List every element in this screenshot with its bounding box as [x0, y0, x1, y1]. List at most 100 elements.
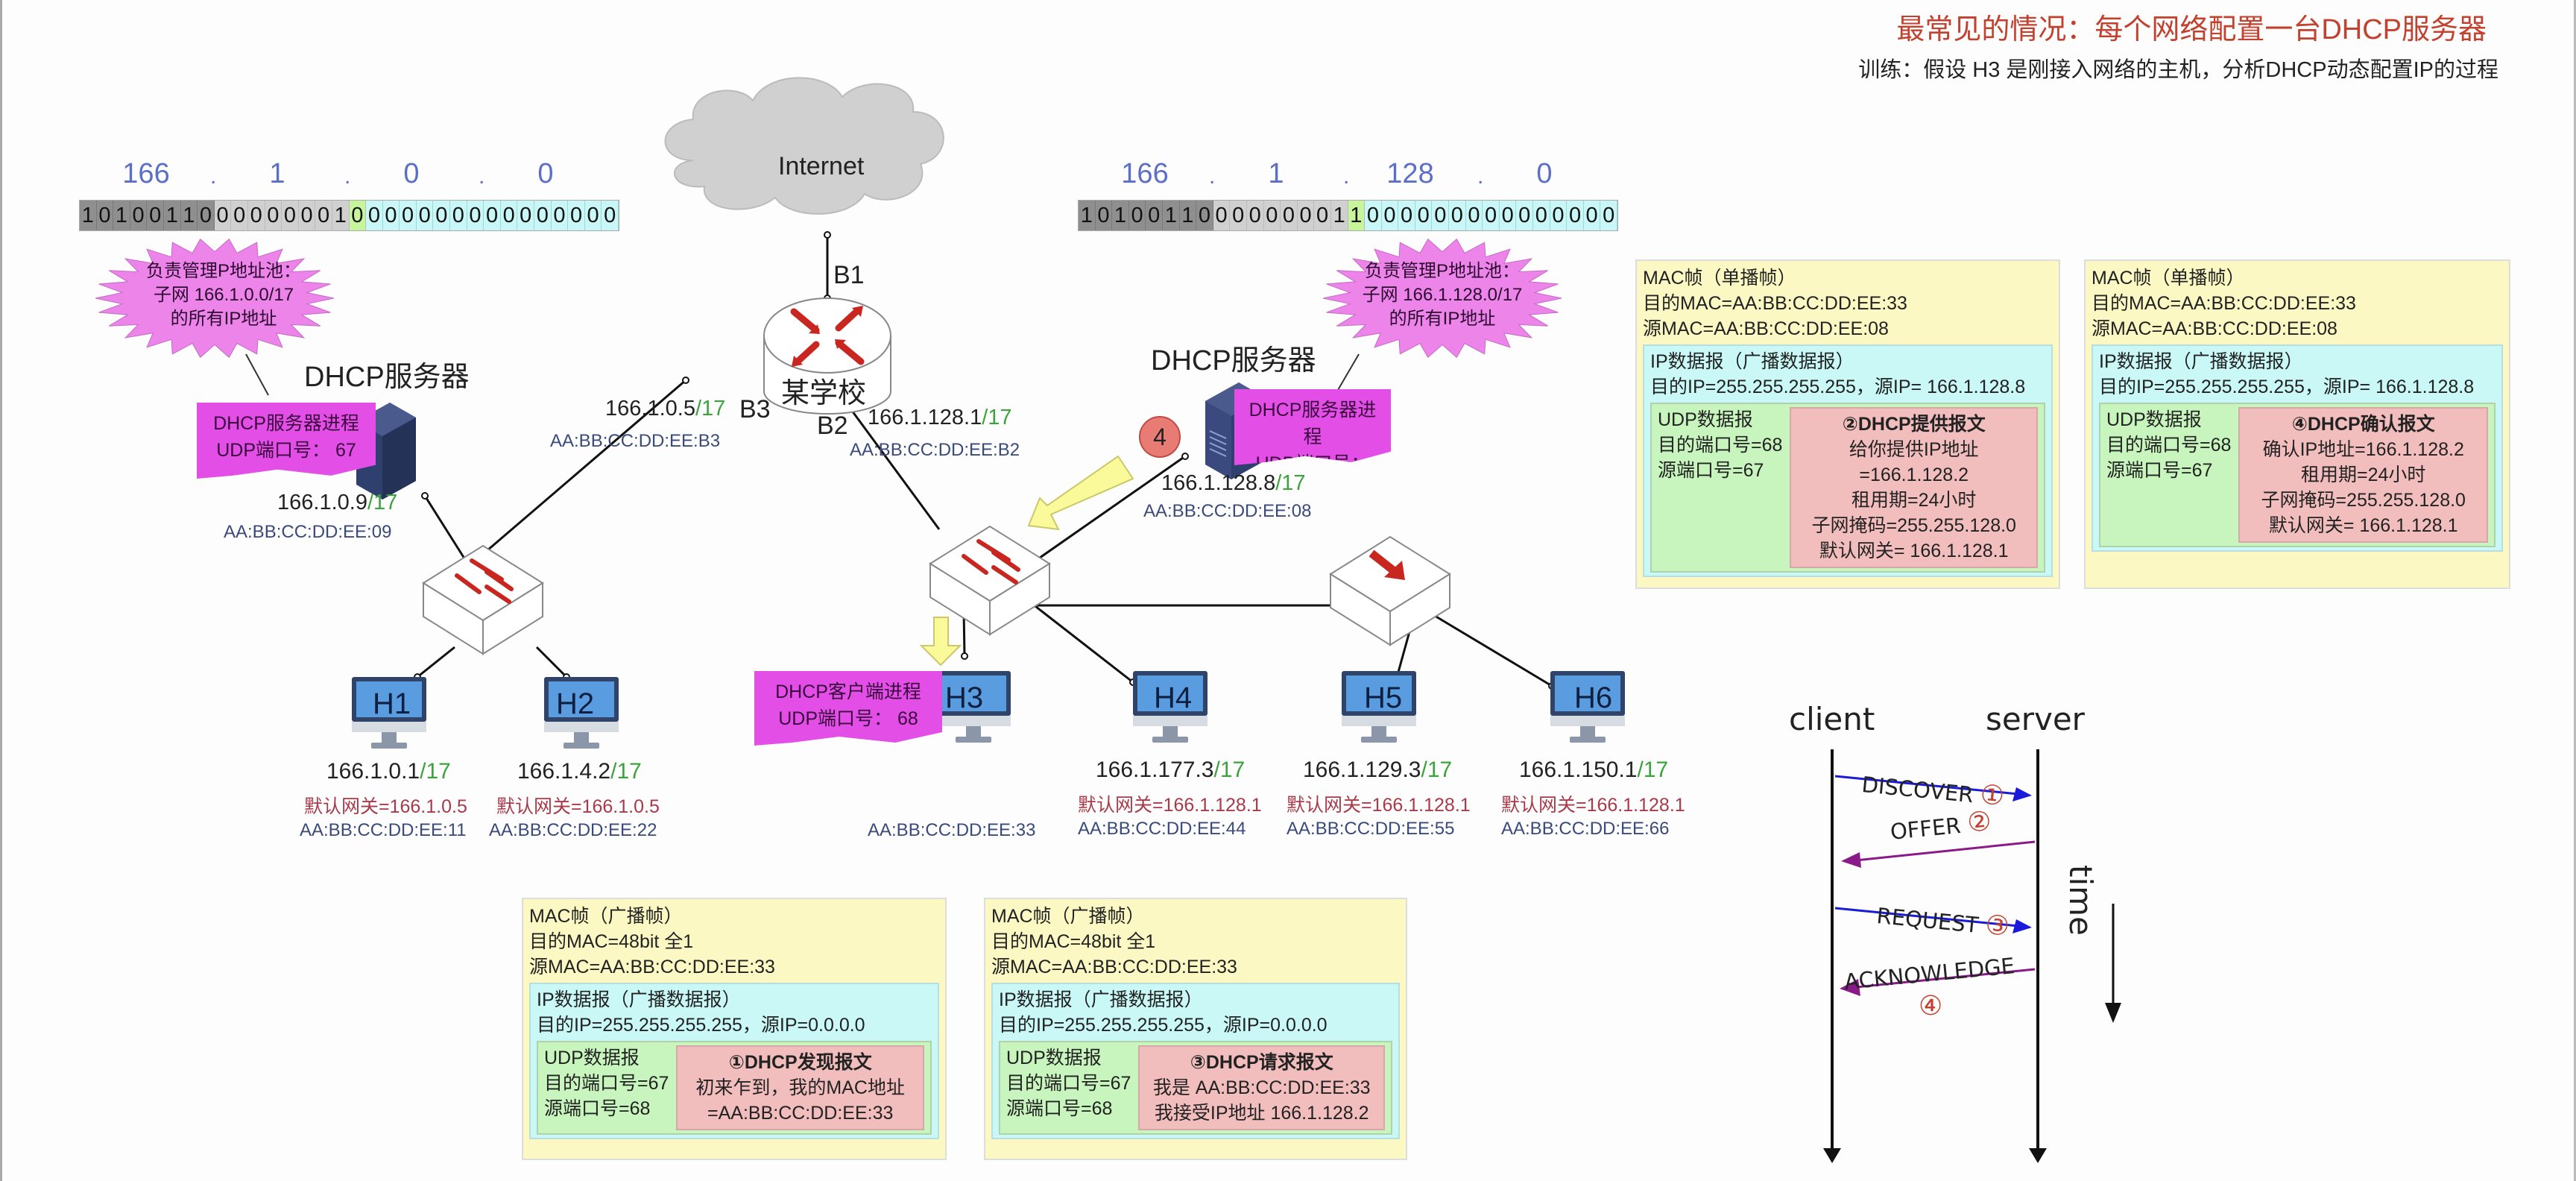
- host-h5-name: H5: [1364, 681, 1403, 714]
- network-bit: 0: [96, 201, 114, 230]
- network-bit: 0: [214, 201, 232, 230]
- network-bit: 0: [315, 201, 332, 230]
- client-lifeline-arrowhead: [1823, 1148, 1841, 1163]
- host-bit: 0: [400, 201, 417, 230]
- pool-note-left-burst: [95, 238, 335, 359]
- network-bit: 1: [332, 201, 350, 230]
- dhcp-msg-line: 租用期=24小时: [1852, 490, 1977, 511]
- host-bit: 0: [534, 201, 552, 230]
- host-bit: 0: [467, 201, 484, 230]
- time-arrowhead: [2105, 1003, 2121, 1023]
- dhcp-server-left-ip: 166.1.0.9/17: [277, 491, 397, 515]
- udp-header: UDP数据报 目的端口号=68 源端口号=67: [2106, 407, 2231, 543]
- process-name: DHCP服务器进程: [213, 413, 359, 434]
- process-port: UDP端口号： 67: [216, 440, 356, 461]
- host-h6-ip: 166.1.150.1/17: [1519, 758, 1668, 783]
- dhcp-msg-line: 初来乍到，我的MAC地址: [695, 1077, 905, 1098]
- discover-arrow: [1834, 775, 2027, 796]
- dhcp-server-left-process: DHCP服务器进程 UDP端口号： 67: [197, 403, 376, 479]
- ip-datagram: IP数据报（广播数据报） 目的IP=255.255.255.255，源IP= 1…: [1643, 344, 2053, 577]
- udp-dst-port: 目的端口号=67: [544, 1073, 669, 1094]
- pool-note-line: 负责管理P地址池：: [1364, 261, 1520, 281]
- mac-dst: 目的MAC=48bit 全1: [991, 931, 1156, 952]
- discover-arrowhead: [2012, 787, 2032, 801]
- ack-arrowhead: [1840, 979, 1860, 996]
- udp-title: UDP数据报: [1658, 409, 1753, 430]
- ip-title: IP数据报（广播数据报）: [537, 989, 741, 1010]
- host-bit: 0: [1381, 201, 1399, 230]
- pool-note-right-pointer: [1337, 353, 1360, 391]
- router-b3-ip: 166.1.0.5/17: [605, 397, 725, 421]
- host-bit: 0: [517, 201, 535, 230]
- host-bit: 0: [1583, 201, 1601, 230]
- network-bit: 0: [247, 201, 265, 230]
- dhcp-msg-line: 我接受IP地址 166.1.128.2: [1154, 1103, 1369, 1124]
- udp-header: UDP数据报 目的端口号=67 源端口号=68: [1006, 1045, 1131, 1130]
- mac-src: 源MAC=AA:BB:CC:DD:EE:33: [529, 957, 775, 977]
- link-router-b3-switch1: [476, 379, 686, 561]
- router-port-b1: B1: [833, 261, 865, 289]
- internet-cloud-icon: [664, 77, 944, 215]
- host-h6-gateway: 默认网关=166.1.128.1: [1501, 795, 1685, 816]
- network-bit: 0: [198, 201, 215, 230]
- dhcp-msg-title: ②DHCP提供报文: [1842, 414, 1986, 435]
- host-bit: 0: [382, 201, 400, 230]
- mask-text: /17: [1275, 471, 1306, 495]
- udp-src-port: 源端口号=67: [1658, 460, 1764, 481]
- network-bit: 0: [1095, 201, 1113, 230]
- sequence-msg-ack-step: ④: [1919, 990, 1943, 1021]
- dhcp-server-right-title: DHCP服务器: [1151, 345, 1316, 377]
- dhcp-msg-line: 默认网关= 166.1.128.1: [1819, 541, 2009, 561]
- host-h5-ip: 166.1.129.3/17: [1303, 758, 1452, 783]
- dhcp-msg-line: 确认IP地址=166.1.128.2: [2262, 439, 2464, 460]
- yellow-arrow-to-h3: [919, 617, 962, 667]
- octet-labels: 166 . 1 . 128 . 0: [1078, 158, 1618, 200]
- udp-dst-port: 目的端口号=68: [1658, 435, 1783, 456]
- link-switch2-h4: [1032, 602, 1134, 684]
- host-bit: 0: [1449, 201, 1466, 230]
- udp-datagram: UDP数据报 目的端口号=68 源端口号=67 ④DHCP确认报文 确认IP地址…: [2099, 403, 2496, 547]
- udp-datagram: UDP数据报 目的端口号=68 源端口号=67 ②DHCP提供报文 给你提供IP…: [1650, 403, 2045, 573]
- host-h1-mac: AA:BB:CC:DD:EE:11: [300, 820, 467, 840]
- host-h4-gateway: 默认网关=166.1.128.1: [1078, 795, 1262, 816]
- host-bit: 0: [1550, 201, 1568, 230]
- ip-title: IP数据报（广播数据报）: [999, 989, 1203, 1010]
- udp-src-port: 源端口号=68: [1006, 1098, 1113, 1119]
- host-bit: 0: [1432, 201, 1450, 230]
- link-switch1-h2: [535, 646, 568, 678]
- ip-title: IP数据报（广播数据报）: [2099, 351, 2303, 372]
- page-title: 最常见的情况：每个网络配置一台DHCP服务器: [1896, 14, 2487, 45]
- host-bit: 0: [500, 201, 518, 230]
- host-h4-ip: 166.1.177.3/17: [1096, 758, 1245, 783]
- network-bit: 0: [1196, 201, 1213, 230]
- frame-discover: MAC帧（广播帧） 目的MAC=48bit 全1 源MAC=AA:BB:CC:D…: [522, 898, 947, 1160]
- dhcp-server-right-mac: AA:BB:CC:DD:EE:08: [1143, 501, 1312, 521]
- host-h3-monitor-icon: [936, 671, 1011, 743]
- ip-addresses: 目的IP=255.255.255.255，源IP= 166.1.128.8: [1650, 377, 2026, 397]
- host-monitors: [352, 671, 1625, 749]
- ip-text: 166.1.150.1: [1519, 758, 1638, 782]
- ip-text: 166.1.0.1: [326, 759, 420, 784]
- mask-text: /17: [695, 397, 726, 421]
- mac-dst: 目的MAC=48bit 全1: [529, 931, 694, 952]
- host-bit: 0: [433, 201, 451, 230]
- pool-note-right: 负责管理P地址池： 子网 166.1.128.0/17 的所有IP地址: [1342, 259, 1543, 331]
- host-h5-gateway: 默认网关=166.1.128.1: [1287, 795, 1471, 816]
- dhcp-server-right-process: DHCP服务器进程 UDP端口号： 67: [1234, 389, 1391, 465]
- network-bit: 0: [1263, 201, 1281, 230]
- host-bit: 0: [450, 201, 467, 230]
- pool-note-line: 子网 166.1.0.0/17: [153, 285, 294, 305]
- octet-4: 0: [1536, 158, 1553, 189]
- ip-datagram: IP数据报（广播数据报） 目的IP=255.255.255.255，源IP=0.…: [529, 983, 939, 1139]
- mask-text: /17: [367, 491, 398, 514]
- network-bit: 0: [1128, 201, 1146, 230]
- host-bit: 0: [1533, 201, 1550, 230]
- router-b2-mac: AA:BB:CC:DD:EE:B2: [850, 440, 1020, 460]
- host-bit: 0: [1398, 201, 1415, 230]
- host-h1-monitor-icon: [352, 677, 426, 749]
- host-h4-monitor-icon: [1133, 671, 1208, 743]
- udp-datagram: UDP数据报 目的端口号=67 源端口号=68 ①DHCP发现报文 初来乍到，我…: [537, 1041, 932, 1135]
- link-server-left-switch1: [423, 495, 471, 567]
- host-h4-name: H4: [1154, 681, 1193, 714]
- mac-src: 源MAC=AA:BB:CC:DD:EE:08: [2092, 318, 2337, 339]
